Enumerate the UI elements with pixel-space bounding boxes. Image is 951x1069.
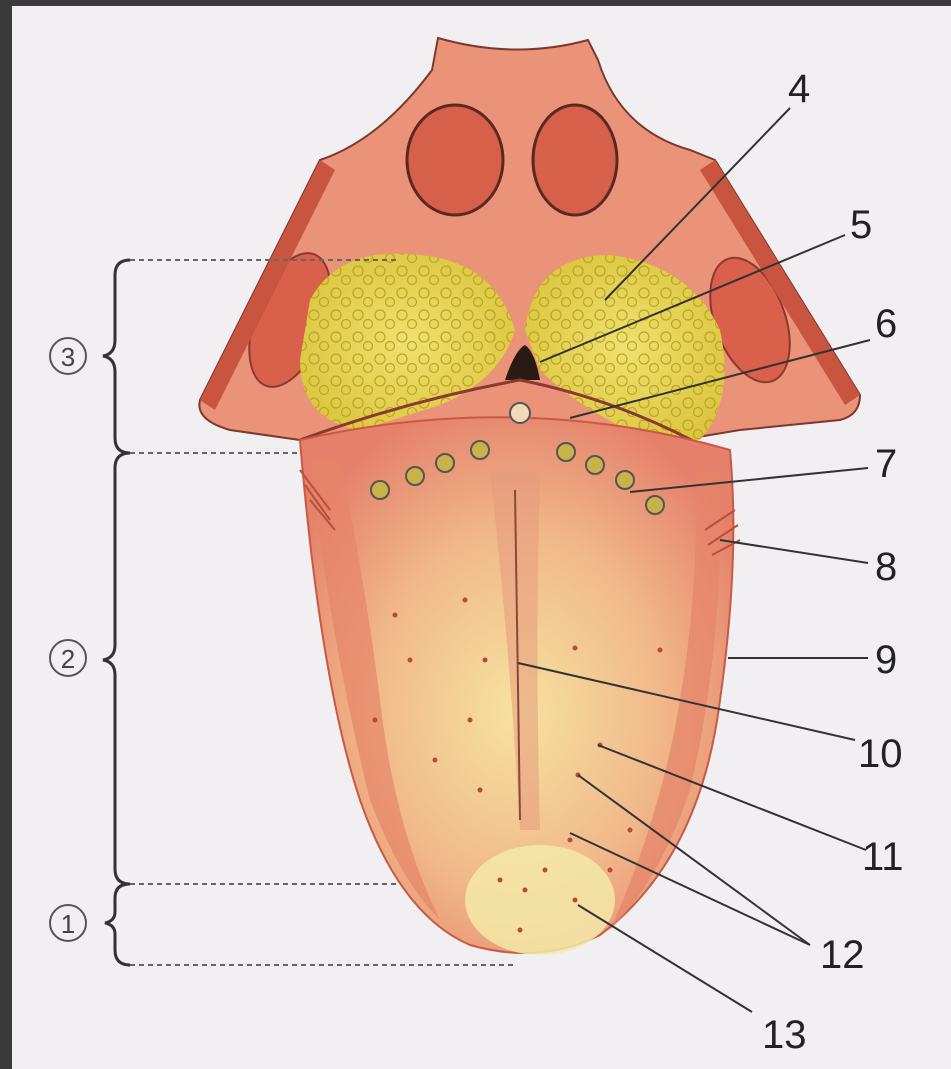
left-laryngeal-opening <box>407 105 503 215</box>
tongue-tip-area <box>465 845 615 955</box>
part-label-7: 7 <box>875 442 897 486</box>
part-label-12: 12 <box>820 933 865 977</box>
part-label-6: 6 <box>875 302 897 346</box>
part-label-8: 8 <box>875 545 897 589</box>
part-label-10: 10 <box>858 732 903 776</box>
svg-text:2: 2 <box>61 644 75 674</box>
part-label-13: 13 <box>762 1013 807 1057</box>
right-laryngeal-opening <box>533 105 617 215</box>
svg-text:3: 3 <box>61 342 75 372</box>
top-dark-edge <box>0 0 951 6</box>
part-label-5: 5 <box>850 203 872 247</box>
left-dark-edge <box>0 0 12 935</box>
part-label-11: 11 <box>862 835 904 879</box>
svg-text:1: 1 <box>61 909 75 939</box>
part-label-4: 4 <box>788 67 810 111</box>
part-label-9: 9 <box>875 638 897 682</box>
